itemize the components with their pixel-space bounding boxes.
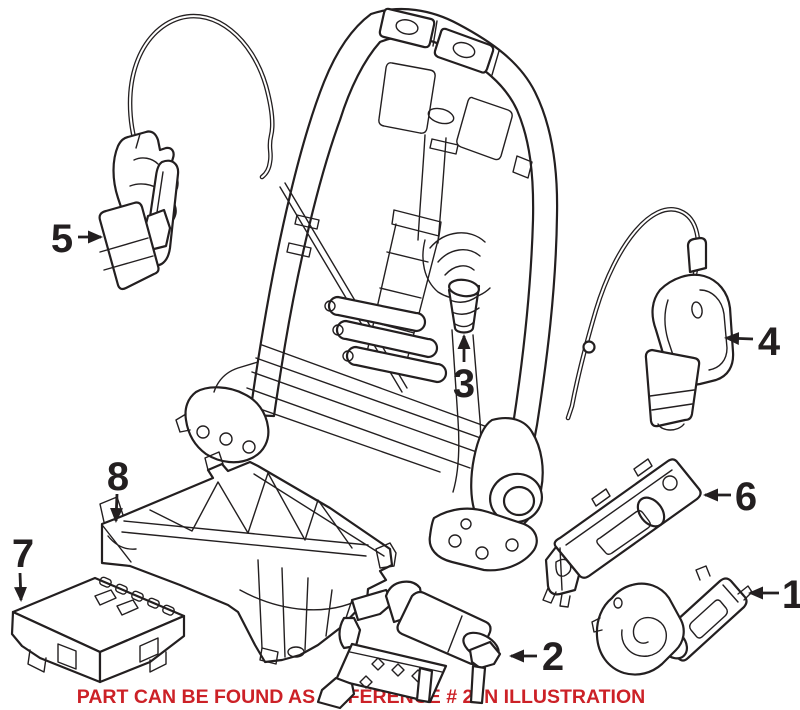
callout-1-number: 1 <box>782 573 800 617</box>
seat-pan-outline <box>100 460 394 664</box>
part-2-bracket-motor <box>316 580 502 710</box>
callouts: 1 2 3 4 5 6 7 8 <box>12 217 800 679</box>
part-7-control-module <box>10 576 186 684</box>
headrest-guide-left <box>378 7 436 49</box>
part-5-cable-actuator <box>98 13 275 291</box>
lower-cross-tubes <box>242 344 524 473</box>
motor-can <box>644 348 701 428</box>
bowden-cable <box>127 13 275 180</box>
callout-3-number: 3 <box>453 362 475 406</box>
lumbar-rollers <box>324 295 448 384</box>
caption-text: PART CAN BE FOUND AS REFERENCE # 2 IN IL… <box>77 686 645 708</box>
bowden-cable <box>565 207 701 421</box>
part-3-cylinder <box>447 278 481 334</box>
callout-1: 1 <box>748 573 800 617</box>
frame-outline <box>248 8 559 464</box>
callout-4: 4 <box>724 320 781 364</box>
bracket-foot <box>316 676 356 710</box>
callout-7-arrow <box>14 572 28 602</box>
headrest-guide-right-hole <box>452 41 476 59</box>
headrest-guide-right <box>433 27 495 74</box>
bracket-leg <box>415 666 434 704</box>
seat-back-frame <box>175 7 559 572</box>
callout-3: 3 <box>453 334 475 406</box>
headrest-guide-left-hole <box>395 19 419 35</box>
callout-8-number: 8 <box>107 455 129 499</box>
left-foot-bracket <box>175 361 270 464</box>
bracket-leg <box>469 664 487 705</box>
callout-6-number: 6 <box>735 475 757 519</box>
callout-7: 7 <box>12 532 34 602</box>
callout-7-number: 7 <box>12 532 34 576</box>
callout-5: 5 <box>51 217 103 261</box>
callout-2: 2 <box>509 635 564 679</box>
part-4-cable-actuator <box>565 207 735 431</box>
switch-knob <box>636 496 666 528</box>
callout-5-number: 5 <box>51 217 73 261</box>
motor-bracket <box>595 582 685 676</box>
callout-6: 6 <box>703 475 757 519</box>
recliner-assembly <box>428 416 544 572</box>
callout-4-arrow <box>724 331 754 345</box>
callout-8: 8 <box>107 455 129 523</box>
callout-4-number: 4 <box>758 320 781 364</box>
callout-8-arrow <box>109 493 123 523</box>
part-1-motor <box>591 565 753 676</box>
part-8-seat-pan <box>99 451 397 665</box>
part-6-switch-panel <box>542 458 702 608</box>
callout-2-number: 2 <box>542 635 564 679</box>
module-connector-pins <box>99 576 175 616</box>
